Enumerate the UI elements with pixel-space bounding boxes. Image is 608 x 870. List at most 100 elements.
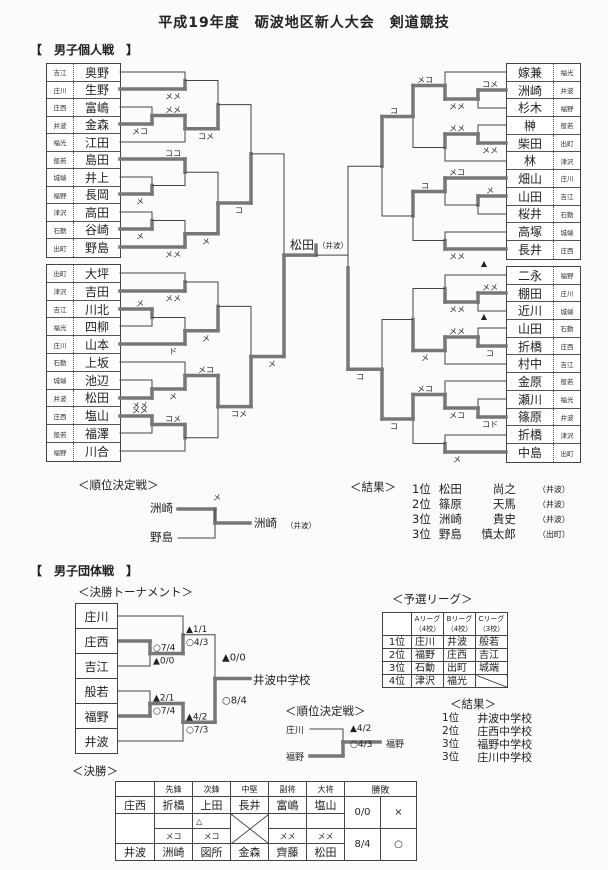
player-row: 杉木福野 <box>507 99 580 118</box>
player-row: 吉江川北 <box>47 300 120 319</box>
team-b-mark: メメ <box>306 828 345 844</box>
result-school: （井波） <box>537 515 570 524</box>
champion-school: （井波） <box>318 241 348 250</box>
player-name: 折橋 <box>517 339 542 354</box>
individual-heading: 【 男子個人戦 】 <box>30 43 139 57</box>
team-a-player: 塩山 <box>306 796 345 814</box>
result-school: （井波） <box>537 500 570 509</box>
score-mark: ココ <box>165 149 181 158</box>
player-row: 棚田庄川 <box>507 284 580 303</box>
player-school: 般若 <box>553 373 580 390</box>
player-name: 富嶋 <box>73 99 120 116</box>
team-playoff-mark-b: ○4/3 <box>350 740 373 750</box>
player-name: 谷崎 <box>73 221 120 238</box>
final-heading: ＜決勝＞ <box>72 764 118 778</box>
team-a-result: × <box>380 796 417 829</box>
player-school: 津沢 <box>53 209 67 218</box>
score-mark: メメ <box>165 294 181 303</box>
team-a-mark <box>154 813 193 829</box>
player-row: 洲崎井波 <box>507 81 580 100</box>
player-row: 柴田出町 <box>507 134 580 153</box>
player-row: 井波金森 <box>47 116 120 134</box>
player-row: 高塚城端 <box>507 223 580 241</box>
player-name: 塩山 <box>73 407 120 425</box>
score-mark: メコ <box>417 76 433 85</box>
score-mark: コメ <box>482 80 498 89</box>
team-result-row: 3位庄川中学校 <box>442 751 532 764</box>
right-top-name-table: 嫁兼福光洲崎井波杉木福野榊般若柴田出町林津沢畑山庄川山田吉江桜井石動高塚城端長井… <box>506 63 581 260</box>
player-name: 野島 <box>73 239 120 257</box>
team-a-score: 0/0 <box>344 796 381 829</box>
league-heading: ＜予選リーグ＞ <box>392 592 473 606</box>
player-school: 福光 <box>553 64 580 81</box>
league-cell: 井波 <box>443 635 476 649</box>
score-mark: メメ <box>165 92 181 101</box>
player-name: 高塚 <box>517 225 542 240</box>
team-result-rank: 3位 <box>442 751 460 763</box>
league-rank: 2位 <box>382 648 412 662</box>
player-name: 畑山 <box>517 171 542 186</box>
team-entry: 般若 <box>76 679 117 704</box>
league-row: 2位福野庄西吉江 <box>382 648 508 662</box>
score-mark: メメ <box>482 283 498 292</box>
team-b-result: ○ <box>380 828 417 861</box>
player-name: 瀬川 <box>517 392 542 407</box>
player-row: 城端池辺 <box>47 371 120 390</box>
league-cell: 津沢 <box>411 674 444 688</box>
player-name: 林 <box>523 154 536 169</box>
score-mark: コ <box>235 206 243 215</box>
team-a-mark <box>306 813 345 829</box>
player-name: 大坪 <box>73 265 120 282</box>
draw-cross <box>230 813 269 844</box>
league-row: 1位庄川井波般若 <box>382 635 508 649</box>
player-name: 二永 <box>517 268 542 283</box>
player-name: 中島 <box>517 446 542 461</box>
league-rank: 1位 <box>382 635 412 649</box>
player-row: 林津沢 <box>507 152 580 171</box>
player-school: 石動 <box>53 359 67 368</box>
player-school: 城端 <box>553 223 580 240</box>
individual-results-table: 1位松田尚之（井波）2位篠原天馬（井波）3位洲崎貴史（井波）3位野島慎太郎（出町… <box>408 482 574 542</box>
player-school: 吉江 <box>53 69 67 78</box>
player-row: 般若島田 <box>47 151 120 169</box>
team-b-names-row: 井波洲崎図所金森齊藤松田 <box>115 843 417 861</box>
result-row: 3位洲崎貴史（井波） <box>408 512 574 527</box>
player-school: 城端 <box>53 174 67 183</box>
league-row: 4位津沢福光 <box>382 674 508 688</box>
player-school: 出町 <box>553 443 580 462</box>
player-name: 福澤 <box>73 425 120 442</box>
player-row: 般若福澤 <box>47 425 120 443</box>
player-school: 石動 <box>553 320 580 337</box>
player-school: 吉江 <box>553 187 580 205</box>
team-playoff-bottom: 福野 <box>286 753 305 763</box>
individual-playoff-heading: ＜順位決定戦＞ <box>78 478 159 492</box>
league-name: Aリーグ <box>414 615 441 623</box>
playoff-winner: 洲崎 <box>254 516 277 530</box>
team-entry: 福野 <box>76 704 117 729</box>
team-result-school: 井波中学校 <box>477 712 533 725</box>
score-mark: コ <box>356 372 364 381</box>
team-score-mark: ▲0/0 <box>222 653 246 664</box>
team-a-player: 富嶋 <box>268 796 307 814</box>
score-mark: メコ <box>198 366 214 375</box>
player-row: 石動上坂 <box>47 353 120 372</box>
player-name: 吉田 <box>73 282 120 300</box>
score-mark: メメ <box>449 124 465 133</box>
playoff-bottom-name: 野島 <box>150 530 173 544</box>
team-playoff-top: 庄川 <box>286 726 305 736</box>
player-name: 四柳 <box>73 318 120 336</box>
score-mark: メメ <box>132 406 148 415</box>
player-row: 嫁兼福光 <box>507 64 580 82</box>
player-row: 庄西富嶋 <box>47 99 120 117</box>
player-name: 山本 <box>73 336 120 353</box>
team-score-mark: ▲4/2 <box>186 712 207 722</box>
player-name: 川北 <box>73 300 120 318</box>
player-name: 嫁兼 <box>517 65 542 80</box>
player-school: 庄西 <box>53 104 67 113</box>
player-school: 津沢 <box>553 426 580 443</box>
team-b-mark: メコ <box>192 828 231 844</box>
player-school: 庄西 <box>53 412 67 421</box>
left-top-name-table: 吉江奥野庄川生野庄西富嶋井波金森福光江田般若島田城端井上福野長岡津沢高田石動谷崎… <box>46 63 121 258</box>
